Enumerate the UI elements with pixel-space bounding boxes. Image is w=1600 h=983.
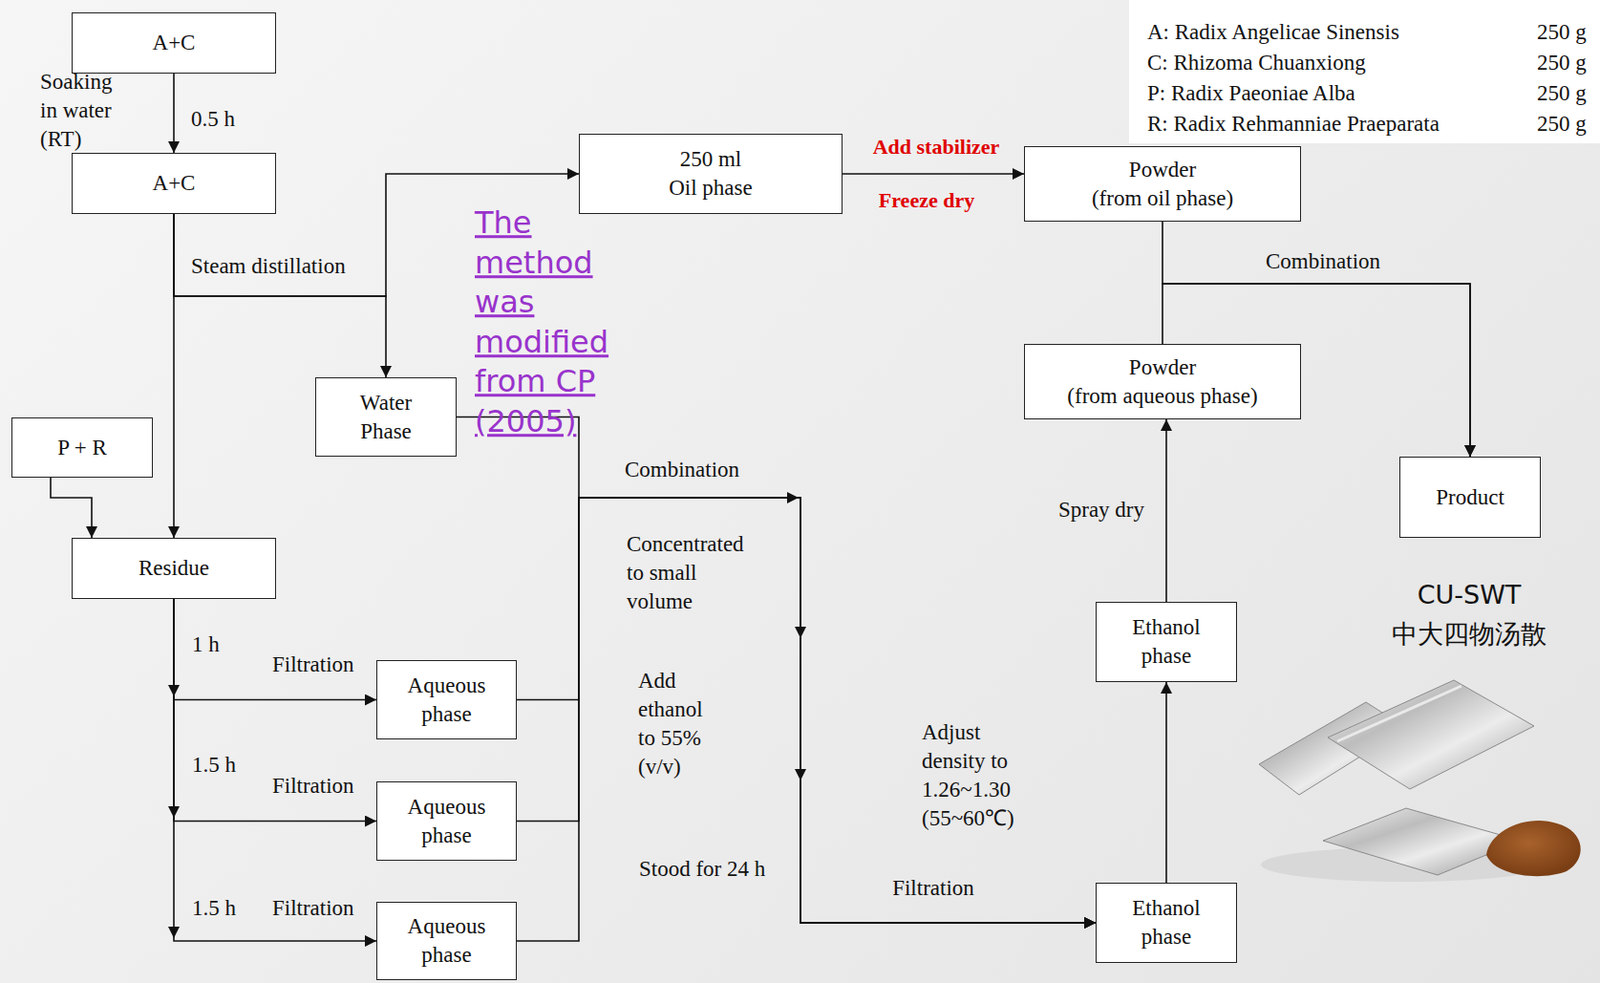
- box-text: P + R: [57, 433, 107, 463]
- annotation-label: Freeze dry: [878, 187, 975, 215]
- annotation-label: A: Radix Angelicae Sinensis: [1147, 18, 1400, 47]
- flow-arrow: [1165, 419, 1168, 602]
- annotation-label: 1 h: [192, 630, 220, 660]
- process-box: P + R: [11, 417, 153, 478]
- box-text: (from oil phase): [1091, 184, 1234, 214]
- flow-arrow: [172, 73, 175, 153]
- annotation-label: Filtration: [272, 894, 355, 923]
- annotation-label: R: Radix Rehmanniae Praeparata: [1147, 109, 1440, 139]
- box-text: Aqueous phase: [394, 671, 500, 729]
- box-text: Residue: [138, 554, 210, 583]
- powder-photo: [1486, 820, 1581, 876]
- annotation-label: Filtration: [272, 650, 355, 680]
- annotation-label: 250 g: [1536, 48, 1587, 78]
- process-box: Ethanol phase: [1095, 882, 1238, 963]
- annotation-label: Spray dry: [1058, 495, 1145, 525]
- process-box: Aqueous phase: [376, 660, 517, 740]
- box-text: Aqueous phase: [394, 912, 500, 970]
- process-box: Aqueous phase: [376, 781, 517, 861]
- annotation-label: Soaking in water (RT): [40, 67, 112, 154]
- annotation-label: 中大四物汤散: [1391, 617, 1547, 651]
- annotation-label: 250 g: [1536, 109, 1587, 139]
- annotation-label: Concentrated to small volume: [626, 530, 745, 617]
- process-box: Powder(from aqueous phase): [1024, 343, 1302, 420]
- box-text: Powder: [1129, 353, 1196, 383]
- process-box: A+C: [71, 12, 277, 74]
- box-text: Ethanol phase: [1113, 894, 1219, 952]
- annotation-label: Combination: [624, 455, 740, 485]
- annotation-label: Steam distillation: [191, 252, 346, 281]
- annotation-label: Filtration: [892, 874, 975, 903]
- box-text: A+C: [152, 28, 196, 58]
- box-text: Aqueous phase: [394, 792, 500, 851]
- annotation-label: 250 g: [1536, 79, 1587, 108]
- annotation-label: 1.5 h: [192, 894, 236, 923]
- annotation-label: 250 g: [1536, 18, 1587, 47]
- process-box: Powder(from oil phase): [1024, 146, 1302, 222]
- annotation-label: CU-SWT: [1417, 577, 1522, 612]
- box-text: Ethanol phase: [1113, 613, 1219, 671]
- sachet-photo: [1327, 680, 1535, 790]
- flow-arrow: [516, 497, 1096, 923]
- annotation-label: Add stabilizer: [873, 133, 1001, 162]
- annotation-label: The method was modified from CP (2005): [474, 203, 609, 443]
- process-box: Aqueous phase: [376, 901, 517, 981]
- flow-arrow: [173, 598, 377, 822]
- process-box: 250 ml Oil phase: [578, 133, 843, 214]
- process-box: Product: [1399, 456, 1541, 538]
- box-text: (from aqueous phase): [1066, 382, 1258, 411]
- process-box: Water Phase: [315, 377, 457, 457]
- annotation-label: 0.5 h: [191, 105, 235, 134]
- flow-arrow: [1165, 682, 1168, 883]
- flow-arrow: [1162, 221, 1471, 457]
- annotation-label: Filtration: [272, 771, 355, 801]
- annotation-label: Combination: [1265, 247, 1381, 277]
- flow-arrow: [516, 497, 1096, 941]
- box-text: 250 ml Oil phase: [665, 145, 757, 203]
- flow-arrow: [516, 497, 1096, 923]
- sachet-seal: [1337, 685, 1462, 742]
- annotation-label: Add ethanol to 55% (v/v): [638, 666, 704, 782]
- annotation-label: C: Rhizoma Chuanxiong: [1147, 48, 1366, 78]
- flow-arrow: [456, 417, 1096, 924]
- flow-arrow: [173, 598, 377, 701]
- process-box: Ethanol phase: [1095, 601, 1238, 683]
- annotation-label: 1.5 h: [192, 750, 236, 780]
- ingredient-panel: [1129, 0, 1600, 144]
- annotation-label: P: Radix Paeoniae Alba: [1147, 79, 1356, 108]
- box-text: Water Phase: [338, 388, 434, 447]
- flow-arrow: [172, 213, 175, 538]
- box-text: Product: [1435, 483, 1505, 512]
- annotation-label: Stood for 24 h: [639, 854, 766, 884]
- box-text: A+C: [152, 169, 196, 198]
- flow-arrow: [173, 598, 377, 941]
- annotation-label: Adjust density to 1.26~1.30 (55~60℃): [921, 718, 1015, 833]
- box-text: Powder: [1129, 155, 1196, 185]
- flow-arrow: [50, 477, 92, 538]
- process-box: Residue: [71, 537, 277, 599]
- process-box: A+C: [71, 152, 277, 214]
- flow-arrow: [173, 213, 386, 378]
- sachet-photo: [1322, 808, 1521, 875]
- flow-arrow: [842, 172, 1024, 175]
